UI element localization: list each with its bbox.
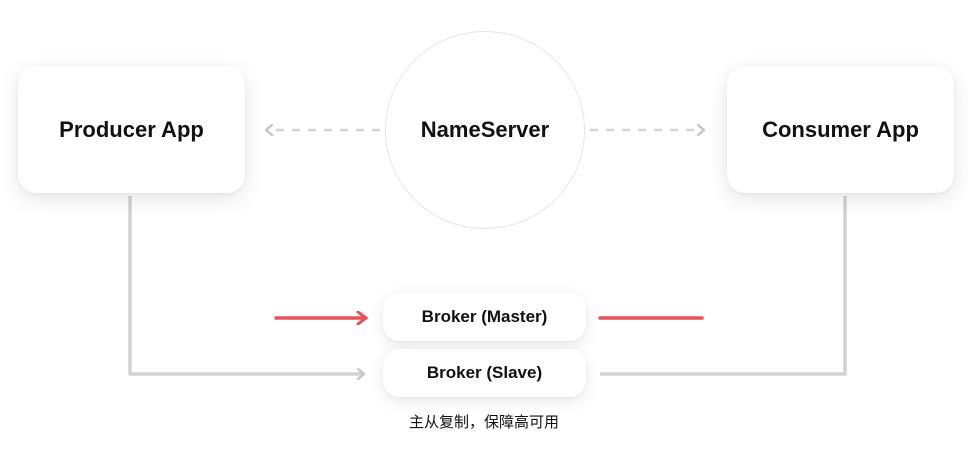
broker-slave-node: Broker (Slave) — [383, 349, 586, 397]
broker-slave-label: Broker (Slave) — [426, 363, 543, 382]
slave-to-consumer-connector — [600, 196, 847, 376]
nameserver-label: NameServer — [420, 117, 550, 142]
consumer-app-node: Consumer App — [727, 66, 954, 193]
broker-master-label: Broker (Master) — [421, 307, 548, 326]
replication-caption: 主从复制，保障高可用 — [408, 413, 559, 431]
producer-to-slave-connector — [128, 196, 364, 374]
nameserver-node: NameServer — [385, 31, 585, 229]
producer-app-label: Producer App — [59, 116, 204, 142]
producer-app-node: Producer App — [18, 66, 245, 193]
consumer-app-label: Consumer App — [762, 116, 919, 142]
broker-master-node: Broker (Master) — [383, 293, 586, 341]
